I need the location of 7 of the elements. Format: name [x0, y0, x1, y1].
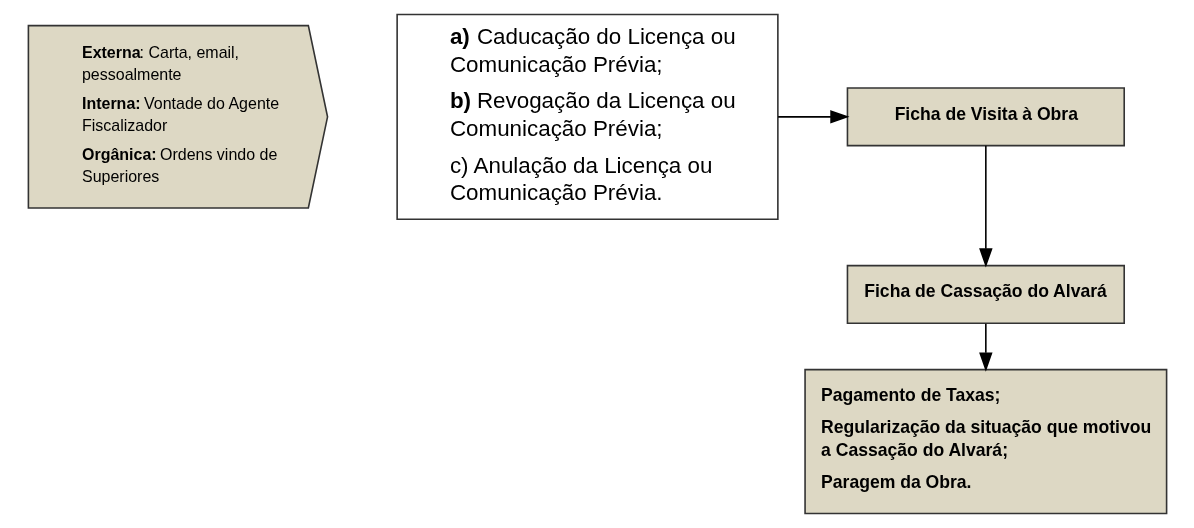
node-box: Ficha de Visita à Obra — [846, 87, 1125, 147]
node-box: Ficha de Cassação do Alvará — [846, 264, 1125, 324]
arrow — [978, 322, 993, 372]
node-box: Pagamento de Taxas; Regularização da situação que motivou a Cassação do Alvará; Paragem da Obra. — [803, 368, 1167, 515]
arrow — [978, 144, 993, 268]
arrow — [776, 110, 849, 124]
node-box: a) Caducação do Licença ou Comunicação Prévia; b) Revogação da Licença ou Comunicação Prévia; c) Anulação da Licença ou Comunicação Prévia. — [395, 13, 779, 220]
